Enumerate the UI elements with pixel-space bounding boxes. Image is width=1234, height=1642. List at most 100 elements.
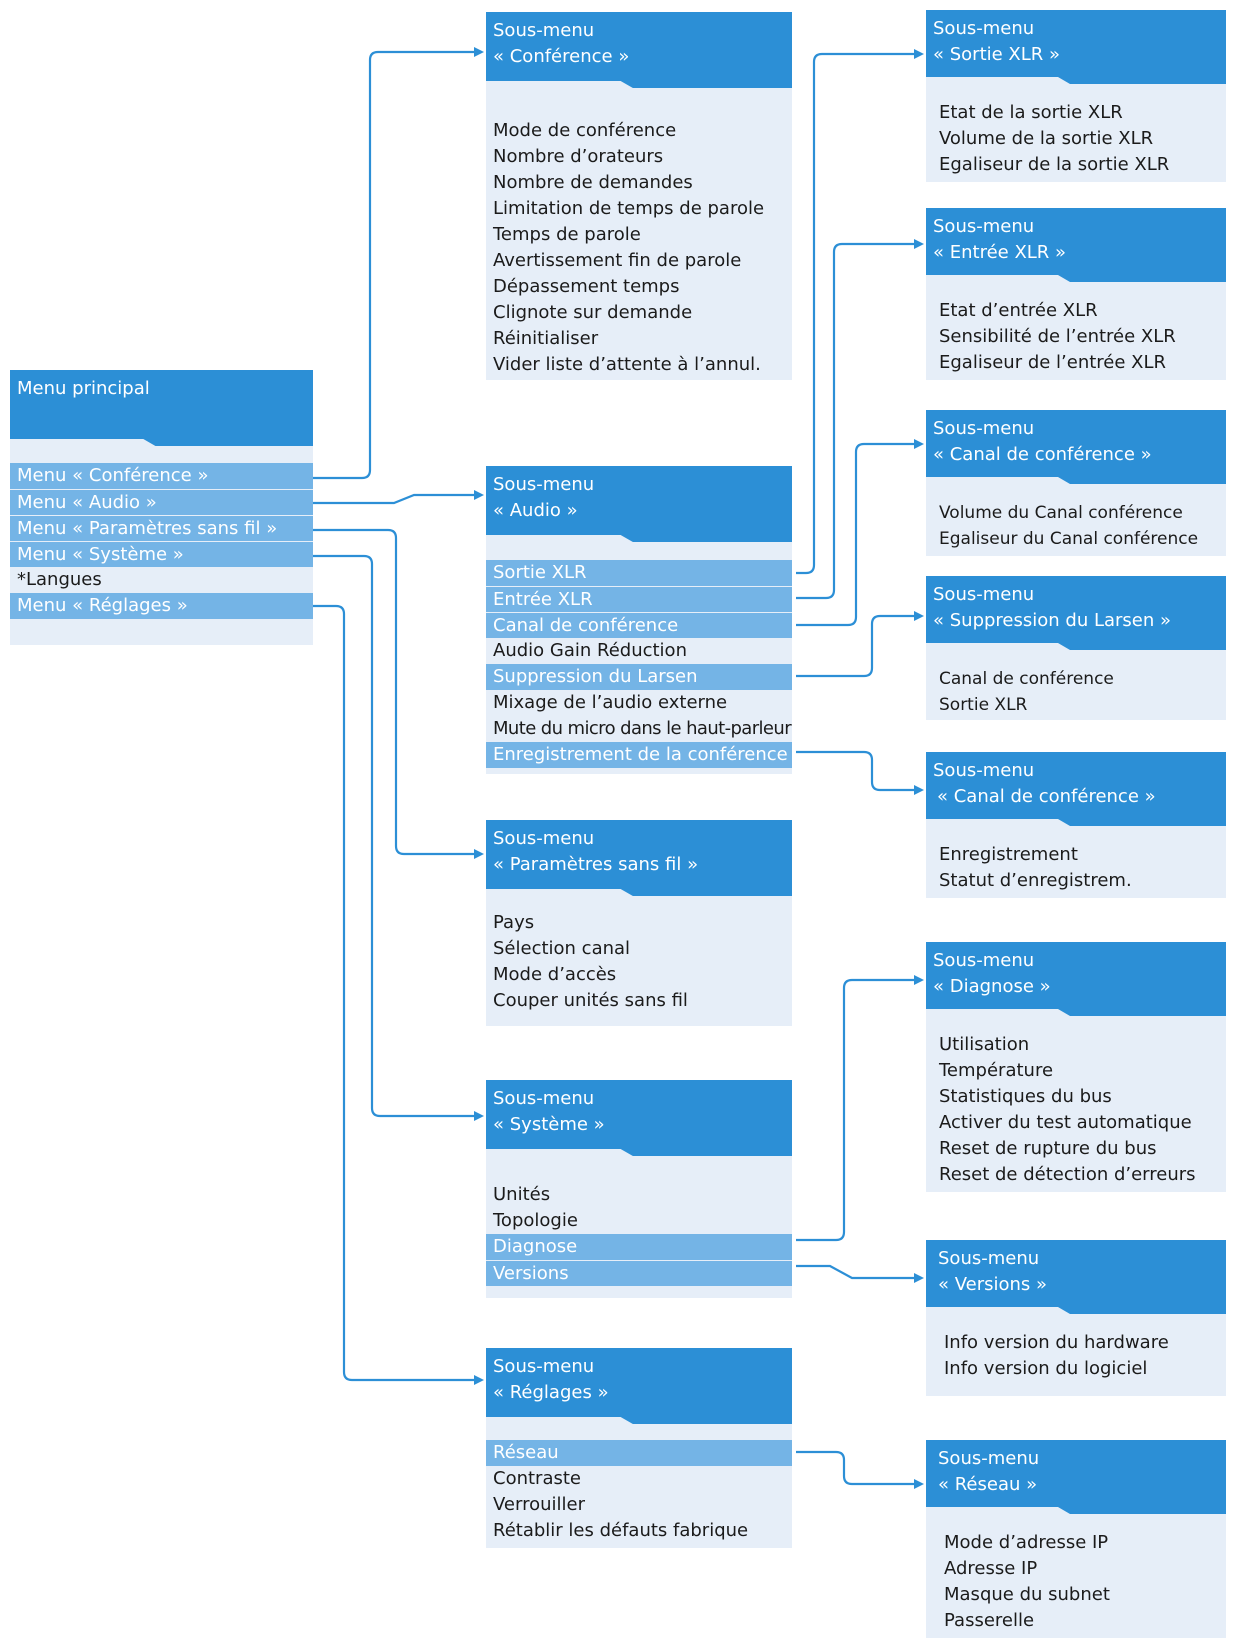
list-item[interactable]: Dépassement temps (493, 276, 680, 297)
list-item[interactable]: Passerelle (944, 1610, 1035, 1631)
list-item[interactable]: Nombre d’orateurs (493, 146, 664, 167)
list-item[interactable]: Clignote sur demande (493, 302, 693, 323)
submenu-settings-item-lock[interactable]: Verrouiller (493, 1494, 585, 1515)
list-item[interactable]: Pays (493, 912, 535, 933)
list-item[interactable]: Egaliseur de l’entrée XLR (939, 352, 1167, 373)
list-item[interactable]: Nombre de demandes (493, 172, 693, 193)
list-item[interactable]: Info version du hardware (944, 1332, 1169, 1353)
arrowhead (474, 1375, 484, 1385)
arrowhead (474, 47, 484, 57)
submenu-label: Sous-menu (933, 418, 1035, 439)
main-menu-box: Menu principal Menu « Conférence » Menu … (10, 370, 313, 645)
list-item[interactable]: Température (939, 1060, 1054, 1081)
submenu-title: « Audio » (493, 500, 578, 521)
submenu-label: Sous-menu (493, 828, 595, 849)
submenu-diagnose-items: Utilisation Température Statistiques du … (926, 1016, 1226, 1188)
submenu-audio-item-conf-channel[interactable]: Canal de conférence (486, 612, 792, 638)
submenu-title: « Paramètres sans fil » (493, 854, 699, 875)
list-item[interactable]: Mode d’adresse IP (944, 1532, 1109, 1553)
list-item[interactable]: Réinitialiser (493, 328, 599, 349)
submenu-label: Sous-menu (493, 474, 595, 495)
submenu-label: Sous-menu (933, 584, 1035, 605)
list-item[interactable]: Couper unités sans fil (493, 990, 688, 1011)
submenu-conf-channel-header: Sous-menu « Canal de conférence » (926, 410, 1226, 484)
list-item[interactable]: Canal de conférence (939, 669, 1114, 689)
list-item[interactable]: Utilisation (939, 1034, 1030, 1055)
list-item[interactable]: Masque du subnet (944, 1584, 1110, 1605)
submenu-audio-header: Sous-menu « Audio » (486, 466, 792, 542)
list-item[interactable]: Etat de la sortie XLR (939, 102, 1123, 123)
list-item[interactable]: Reset de détection d’erreurs (939, 1164, 1196, 1185)
list-item[interactable]: Info version du logiciel (944, 1358, 1148, 1379)
list-item[interactable]: Volume du Canal conférence (939, 503, 1183, 523)
submenu-settings-item-contrast[interactable]: Contraste (493, 1468, 581, 1489)
submenu-wireless-items: Pays Sélection canal Mode d’accès Couper… (486, 896, 792, 1014)
list-item[interactable]: Adresse IP (944, 1558, 1038, 1579)
submenu-xlr-out-header: Sous-menu « Sortie XLR » (926, 10, 1226, 84)
arrowhead (914, 975, 924, 985)
main-menu-header: Menu principal (10, 370, 313, 446)
list-item[interactable]: Mode d’accès (493, 964, 617, 985)
submenu-network-header: Sous-menu « Réseau » (926, 1440, 1226, 1514)
list-item[interactable]: Mode de conférence (493, 120, 677, 141)
list-item[interactable]: Sortie XLR (939, 695, 1028, 715)
submenu-audio-item-larsen[interactable]: Suppression du Larsen (486, 664, 792, 690)
submenu-wireless-box: Sous-menu « Paramètres sans fil » Pays S… (486, 820, 792, 1026)
list-item[interactable]: Enregistrement (939, 844, 1078, 865)
main-menu-item-settings[interactable]: Menu « Réglages » (10, 593, 313, 619)
submenu-title: « Système » (493, 1114, 605, 1135)
main-menu-item-system[interactable]: Menu « Système » (10, 541, 313, 567)
list-item[interactable]: Egaliseur de la sortie XLR (939, 154, 1170, 175)
submenu-system-item-diagnose[interactable]: Diagnose (486, 1234, 792, 1260)
submenu-audio-item-xlr-in[interactable]: Entrée XLR (486, 586, 792, 612)
submenu-wireless-header: Sous-menu « Paramètres sans fil » (486, 820, 792, 896)
submenu-larsen-header: Sous-menu « Suppression du Larsen » (926, 576, 1226, 650)
submenu-conf-channel-box: Sous-menu « Canal de conférence » Volume… (926, 410, 1226, 556)
arrowhead (914, 439, 924, 449)
list-item[interactable]: Statut d’enregistrem. (939, 870, 1132, 891)
submenu-audio-items: Sortie XLR Entrée XLR Canal de conférenc… (486, 542, 792, 768)
submenu-system-item-versions[interactable]: Versions (486, 1260, 792, 1286)
link-audio-xlr-out (796, 52, 914, 575)
submenu-settings-box: Sous-menu « Réglages » Réseau Contraste … (486, 1348, 792, 1548)
submenu-title: « Suppression du Larsen » (933, 610, 1172, 631)
list-item[interactable]: Sensibilité de l’entrée XLR (939, 326, 1176, 347)
submenu-settings-item-factory-reset[interactable]: Rétablir les défauts fabrique (493, 1520, 749, 1541)
submenu-settings-header: Sous-menu « Réglages » (486, 1348, 792, 1424)
submenu-audio-item-recording[interactable]: Enregistrement de la conférence (486, 742, 792, 768)
list-item[interactable]: Vider liste d’attente à l’annul. (493, 354, 761, 375)
list-item[interactable]: Egaliseur du Canal conférence (939, 529, 1199, 549)
link-settings-network (796, 1450, 914, 1486)
submenu-title: « Réseau » (938, 1474, 1038, 1495)
arrowhead (914, 1479, 924, 1489)
submenu-audio-item-gain[interactable]: Audio Gain Réduction (493, 640, 687, 661)
main-menu-item-languages[interactable]: *Langues (17, 569, 102, 590)
submenu-audio-item-xlr-out[interactable]: Sortie XLR (486, 560, 792, 586)
submenu-versions-box: Sous-menu « Versions » Info version du h… (926, 1240, 1226, 1396)
submenu-xlr-in-items: Etat d’entrée XLR Sensibilité de l’entré… (926, 282, 1226, 376)
list-item[interactable]: Statistiques du bus (939, 1086, 1112, 1107)
main-menu-item-wireless[interactable]: Menu « Paramètres sans fil » (10, 515, 313, 541)
list-item[interactable]: Activer du test automatique (939, 1112, 1192, 1133)
list-item[interactable]: Avertissement fin de parole (493, 250, 742, 271)
main-menu-item-audio[interactable]: Menu « Audio » (10, 489, 313, 515)
list-item[interactable]: Reset de rupture du bus (939, 1138, 1157, 1159)
submenu-audio-item-mute[interactable]: Mute du micro dans le haut-parleur (493, 718, 792, 739)
submenu-conference-items: Mode de conférence Nombre d’orateurs Nom… (486, 88, 792, 378)
list-item[interactable]: Temps de parole (493, 224, 641, 245)
submenu-system-item-units[interactable]: Unités (493, 1184, 551, 1205)
submenu-settings-item-network[interactable]: Réseau (486, 1440, 792, 1466)
main-menu-item-conference[interactable]: Menu « Conférence » (10, 463, 313, 489)
list-item[interactable]: Sélection canal (493, 938, 631, 959)
submenu-system-item-topology[interactable]: Topologie (493, 1210, 578, 1231)
link-main-audio (312, 493, 474, 505)
arrowhead (474, 1111, 484, 1121)
list-item[interactable]: Limitation de temps de parole (493, 198, 765, 219)
submenu-audio-item-mixing[interactable]: Mixage de l’audio externe (493, 692, 728, 713)
list-item[interactable]: Etat d’entrée XLR (939, 300, 1098, 321)
submenu-title: « Réglages » (493, 1382, 609, 1403)
submenu-title: « Entrée XLR » (933, 242, 1067, 263)
submenu-recording-header: Sous-menu « Canal de conférence » (926, 752, 1226, 826)
submenu-recording-box: Sous-menu « Canal de conférence » Enregi… (926, 752, 1226, 898)
list-item[interactable]: Volume de la sortie XLR (939, 128, 1154, 149)
